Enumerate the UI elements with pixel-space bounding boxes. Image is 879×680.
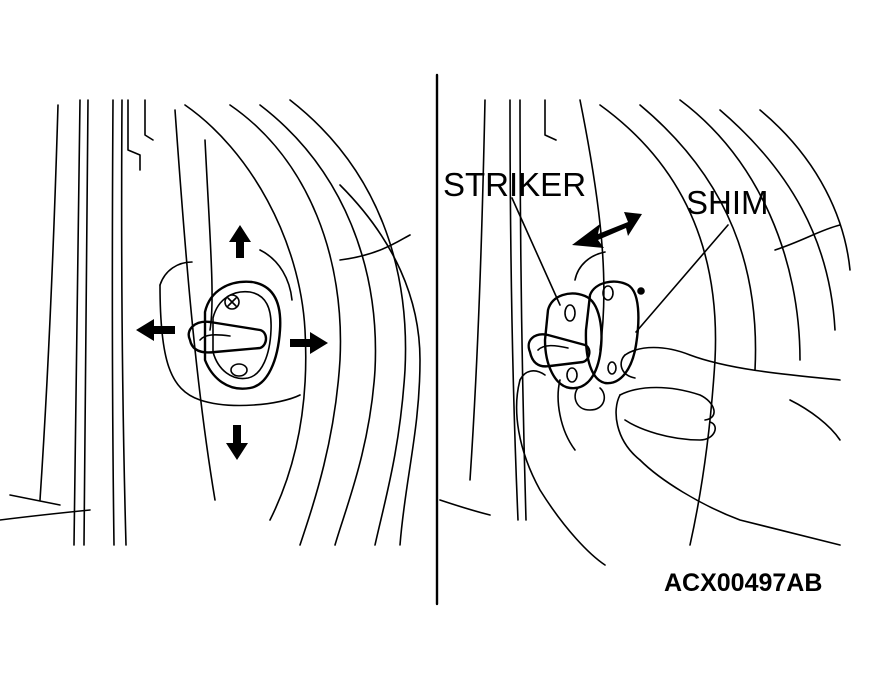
hand-illustration (517, 348, 840, 566)
right-panel-door-pillar (440, 100, 850, 545)
striker-leader-line (512, 198, 560, 305)
shim-leader-line (636, 225, 728, 332)
shim-label: SHIM (686, 184, 769, 221)
double-headed-arrow-icon (572, 212, 642, 248)
striker-and-shim (529, 282, 644, 389)
left-panel-door-pillar (0, 100, 420, 545)
four-way-arrow-icon (136, 225, 328, 460)
slide-path-arc (575, 252, 605, 280)
figure-code-label: ACX00497AB (664, 569, 823, 597)
striker-label: STRIKER (443, 166, 587, 203)
